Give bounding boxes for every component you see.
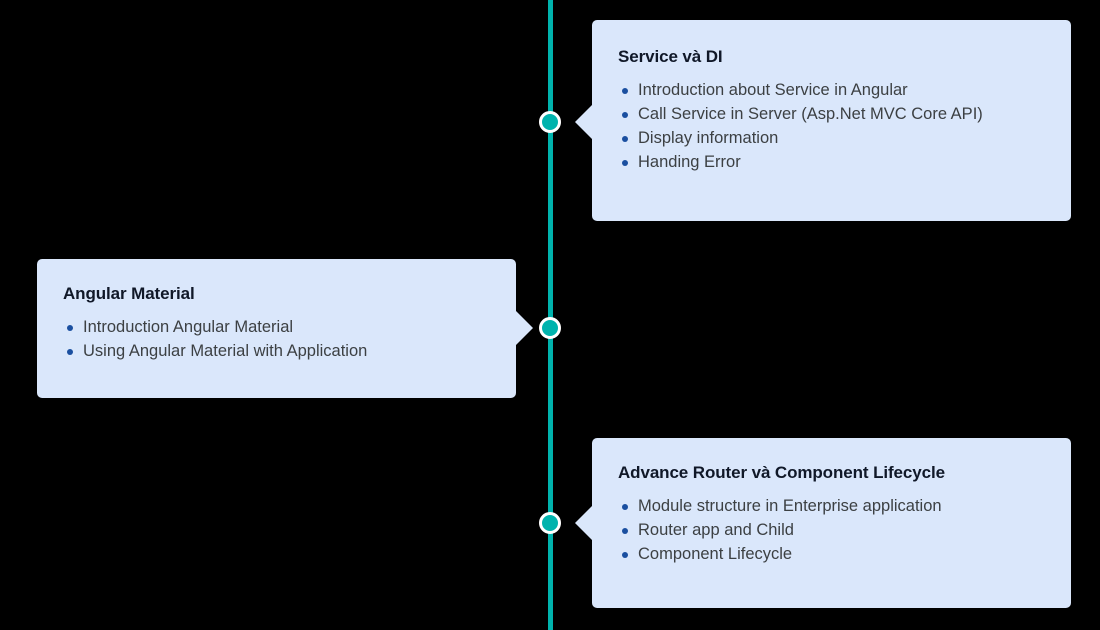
timeline-node-advance-router[interactable] [539, 512, 561, 534]
card-title: Angular Material [63, 284, 195, 303]
list-item: Handing Error [618, 151, 1047, 174]
list-item: Using Angular Material with Application [63, 340, 492, 363]
card-notch-icon [575, 506, 592, 540]
timeline-axis [548, 0, 553, 630]
list-item: Module structure in Enterprise applicati… [618, 495, 1047, 518]
card-bullet-list: Introduction about Service in Angular Ca… [618, 79, 1047, 174]
list-item: Call Service in Server (Asp.Net MVC Core… [618, 103, 1047, 126]
card-title: Service và DI [618, 47, 723, 66]
list-item: Component Lifecycle [618, 543, 1047, 566]
list-item: Introduction about Service in Angular [618, 79, 1047, 102]
timeline-node-service-di[interactable] [539, 111, 561, 133]
card-advance-router[interactable]: Advance Router và Component Lifecycle Mo… [575, 438, 1071, 608]
card-service-di[interactable]: Service và DI Introduction about Service… [575, 20, 1071, 221]
card-notch-icon [516, 311, 533, 345]
list-item: Display information [618, 127, 1047, 150]
card-title: Advance Router và Component Lifecycle [618, 463, 945, 482]
list-item: Introduction Angular Material [63, 316, 492, 339]
card-angular-material[interactable]: Angular Material Introduction Angular Ma… [37, 259, 533, 398]
card-bullet-list: Module structure in Enterprise applicati… [618, 495, 1047, 566]
card-notch-icon [575, 105, 592, 139]
card-bullet-list: Introduction Angular Material Using Angu… [63, 316, 492, 363]
timeline-node-angular-material[interactable] [539, 317, 561, 339]
list-item: Router app and Child [618, 519, 1047, 542]
